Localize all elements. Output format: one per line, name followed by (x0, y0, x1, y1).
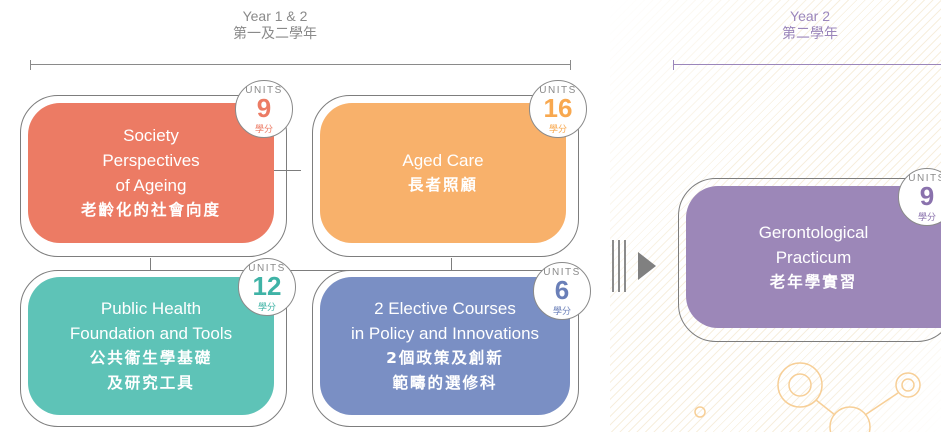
units-value: 16 (543, 93, 573, 123)
course-title-line: 2 Elective Courses (374, 299, 516, 318)
units-label: UNITS (248, 263, 286, 274)
course-title-zh: 老年學實習 (769, 272, 858, 291)
course-title-line: Public Health (100, 299, 202, 318)
period-header-year-2: Year 2 第二學年 (755, 8, 865, 42)
course-title-line: Gerontological (758, 222, 869, 242)
units-label: UNITS (908, 173, 941, 184)
units-value: 6 (554, 275, 570, 305)
course-card-elective-courses: 2 Elective Courses in Policy and Innovat… (320, 277, 570, 415)
period-label-zh: 第二學年 (782, 25, 838, 41)
course-card-outline (20, 270, 287, 427)
period-header-year-1-2: Year 1 & 2 第一及二學年 (215, 8, 335, 42)
units-label: UNITS (543, 267, 581, 278)
course-title-zh: 長者照顧 (407, 176, 478, 194)
period-bracket-year-2 (673, 60, 941, 70)
credits-label: 學分 (552, 307, 571, 317)
course-card-gerontological-practicum: Gerontological Practicum 老年學實習 (686, 186, 941, 328)
units-label: UNITS (539, 85, 577, 96)
units-badge: UNITS 6 學分 (533, 262, 591, 320)
course-title-zh: 公共衞生學基礎 (89, 349, 213, 367)
course-title-line: Society (123, 126, 179, 145)
course-card-outline (678, 178, 941, 342)
connector-line (150, 258, 452, 271)
units-value: 12 (252, 271, 282, 301)
credits-label: 學分 (548, 125, 567, 135)
course-card-outline (312, 270, 579, 427)
course-card-aged-care: Aged Care 長者照顧 (320, 103, 566, 243)
period-label-zh: 第一及二學年 (233, 25, 317, 41)
period-label-en: Year 2 (790, 8, 830, 24)
credits-label: 學分 (254, 125, 273, 135)
course-title-zh: 老齡化的社會向度 (80, 201, 221, 219)
units-value: 9 (919, 181, 935, 211)
units-badge: UNITS 16 學分 (529, 80, 587, 138)
course-card-public-health: Public Health Foundation and Tools 公共衞生學… (28, 277, 274, 415)
course-title-zh: 及研究工具 (107, 374, 195, 392)
units-label: UNITS (245, 85, 283, 96)
period-label-en: Year 1 & 2 (242, 8, 308, 24)
course-title-line: Aged Care (402, 151, 484, 170)
units-badge: UNITS 9 學分 (235, 80, 293, 138)
course-title-line: of Ageing (115, 176, 187, 195)
credits-label: 學分 (917, 213, 936, 223)
course-card-outline (20, 95, 287, 257)
course-title-zh: 範疇的選修科 (392, 374, 498, 392)
course-card-outline (312, 95, 579, 257)
credits-label: 學分 (257, 303, 276, 313)
course-title-line: Practicum (775, 247, 852, 267)
course-title-line: Foundation and Tools (69, 324, 233, 343)
course-card-society-perspectives: Society Perspectives of Ageing 老齡化的社會向度 (28, 103, 274, 243)
course-title-line: in Policy and Innovations (350, 324, 540, 343)
progression-arrow-icon (638, 252, 656, 280)
units-badge: UNITS 9 學分 (898, 168, 941, 226)
period-bracket-year-1-2 (30, 60, 571, 70)
course-title-line: Perspectives (102, 151, 200, 170)
units-value: 9 (256, 93, 272, 123)
course-title-zh: 2個政策及創新 (386, 349, 504, 367)
molecule-decoration-icon (694, 362, 921, 432)
progression-arrow-bars (612, 240, 628, 292)
units-badge: UNITS 12 學分 (238, 258, 296, 316)
